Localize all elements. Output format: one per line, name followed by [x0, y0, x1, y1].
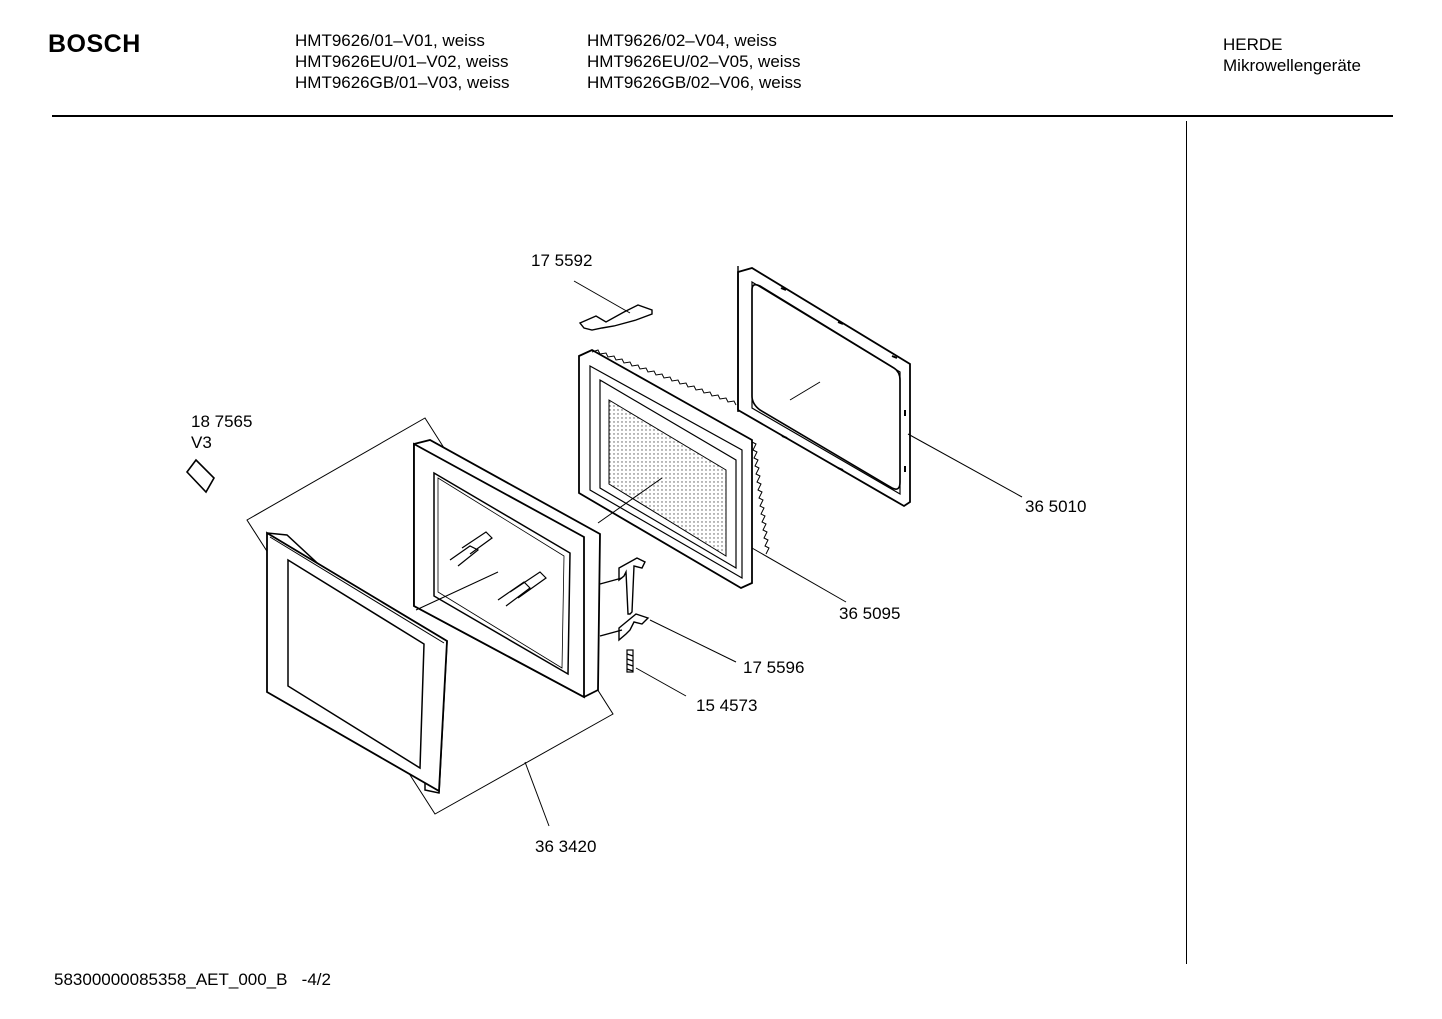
outer-door-panel	[246, 417, 614, 815]
model-list-right: HMT9626/02–V04, weiss HMT9626EU/02–V05, …	[587, 30, 802, 93]
part-label-187565-variant: V3	[191, 433, 212, 452]
product-category: HERDE Mikrowellengeräte	[1223, 34, 1361, 76]
glass-door-frame	[413, 439, 601, 699]
brand-logo: BOSCH	[48, 30, 141, 58]
part-label-365095: 36 5095	[839, 604, 901, 623]
hinge	[578, 304, 653, 331]
model-line: HMT9626EU/02–V05, weiss	[587, 52, 801, 71]
part-label-363420: 36 3420	[535, 837, 597, 856]
label-sticker	[185, 458, 215, 494]
model-line: HMT9626GB/02–V06, weiss	[587, 73, 802, 92]
category-line-2: Mikrowellengeräte	[1223, 56, 1361, 75]
latch-hooks	[599, 557, 650, 642]
part-label-175592: 17 5592	[531, 251, 593, 270]
category-line-1: HERDE	[1223, 35, 1283, 54]
side-divider	[1186, 121, 1187, 964]
part-label-154573: 15 4573	[696, 696, 758, 715]
model-line: HMT9626/01–V01, weiss	[295, 31, 485, 50]
model-line: HMT9626GB/01–V03, weiss	[295, 73, 510, 92]
model-line: HMT9626/02–V04, weiss	[587, 31, 777, 50]
part-label-365010: 36 5010	[1025, 497, 1087, 516]
model-line: HMT9626EU/01–V02, weiss	[295, 52, 509, 71]
spring	[626, 649, 634, 673]
model-list-left: HMT9626/01–V01, weiss HMT9626EU/01–V02, …	[295, 30, 510, 93]
header-divider	[52, 115, 1393, 117]
part-label-187565: 18 7565	[191, 412, 253, 431]
leader-lines	[524, 280, 1023, 827]
inner-mesh-door	[578, 348, 770, 590]
document-id: 58300000085358_AET_000_B -4/2	[54, 970, 331, 989]
rear-frame	[737, 266, 911, 508]
part-label-175596: 17 5596	[743, 658, 805, 677]
